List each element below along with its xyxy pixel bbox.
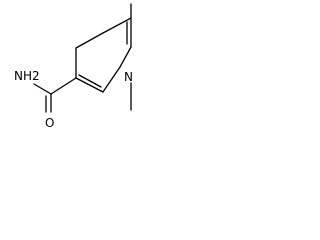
bond-c6-n1 (119, 46, 132, 68)
oxygen-label: O (45, 116, 54, 130)
bond-c2-c3 (75, 77, 104, 93)
nitrogen-label: N (124, 70, 133, 84)
bond-c2-c3-double (78, 74, 102, 88)
bond-carbonyl-nh2 (33, 83, 52, 95)
bond-c4-c5 (102, 17, 132, 34)
bond-n1-c2 (102, 66, 121, 93)
chemical-structure-diagram: NH2 O N (14, 3, 133, 130)
bond-c3-carbonyl (50, 77, 77, 95)
nh2-label: NH2 (14, 69, 40, 83)
bond-c4-c3 (75, 32, 104, 49)
